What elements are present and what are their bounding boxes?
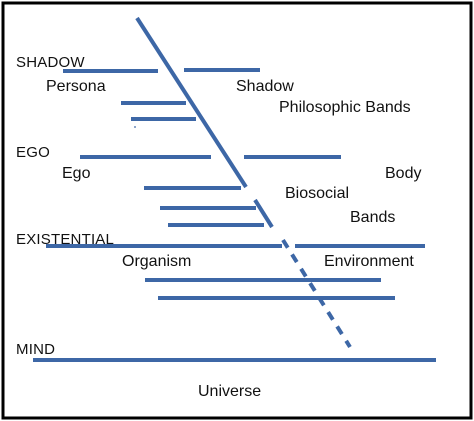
label-persona: Persona	[46, 78, 106, 95]
label-ego: Ego	[62, 165, 91, 182]
level-label-shadow: SHADOW	[16, 54, 85, 71]
label-environment: Environment	[324, 253, 414, 270]
label-philosophic-bands: Philosophic Bands	[279, 99, 411, 116]
label-shadow: Shadow	[236, 78, 294, 95]
dividing-line-dashed	[281, 238, 352, 349]
dividing-line-solid	[135, 16, 248, 189]
label-organism: Organism	[122, 253, 191, 270]
label-universe: Universe	[198, 383, 261, 400]
label-bands: Bands	[350, 209, 395, 226]
level-label-mind: MIND	[16, 341, 55, 358]
label-biosocial: Biosocial	[285, 185, 349, 202]
level-label-ego: EGO	[16, 144, 50, 161]
level-label-existential: EXISTENTIAL	[16, 231, 114, 248]
stray-dot	[134, 126, 136, 128]
label-body: Body	[385, 165, 421, 182]
dividing-line-segment	[253, 198, 274, 229]
